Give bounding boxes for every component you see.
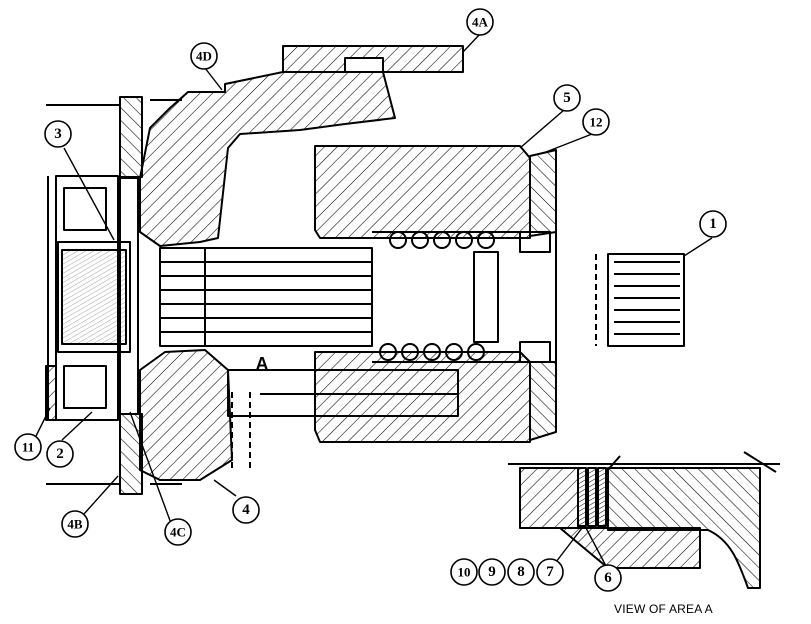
- area-a-marker: A: [256, 354, 269, 374]
- callout-4d: [190, 42, 218, 70]
- callout-4: [232, 496, 260, 524]
- callout-4-label: 4: [242, 502, 250, 518]
- callout-12-label: 12: [590, 115, 603, 130]
- callout-4a-label: 4A: [472, 15, 489, 30]
- callout-5-label: 5: [563, 90, 571, 106]
- sleeve-5: [227, 145, 531, 443]
- splined-shaft: [159, 247, 373, 347]
- callout-3-label: 3: [54, 126, 62, 142]
- callout-6: [594, 564, 622, 592]
- callout-4d-label: 4D: [196, 49, 212, 64]
- housing-4d: [139, 71, 396, 481]
- detail-view-area-a: [508, 451, 780, 589]
- output-gear-1: [595, 253, 685, 347]
- callout-4b-label: 4B: [67, 517, 83, 532]
- callout-12: [582, 108, 610, 136]
- callout-10: [450, 558, 478, 586]
- callout-11: [14, 433, 42, 461]
- cover-plate-4a: [282, 45, 464, 73]
- callout-4c-label: 4C: [170, 525, 186, 540]
- callout-7: [536, 558, 564, 586]
- callout-4b: [61, 510, 89, 538]
- callout-2-label: 2: [56, 446, 64, 462]
- callout-6-label: 6: [604, 570, 612, 586]
- fluid-passage: [231, 392, 251, 470]
- return-spring: [372, 231, 520, 363]
- bearing-2: [45, 175, 131, 421]
- callout-11-label: 11: [22, 440, 34, 455]
- callout-4c: [164, 518, 192, 546]
- leader-lines: [35, 33, 713, 567]
- callout-7-label: 7: [546, 564, 554, 580]
- callout-8-label: 8: [517, 564, 525, 580]
- callout-8: [507, 558, 535, 586]
- detail-view-caption: VIEW OF AREA A: [614, 602, 713, 616]
- callout-3: [44, 120, 72, 148]
- callout-4a: [466, 8, 494, 36]
- callout-2: [46, 440, 74, 468]
- callout-9-label: 9: [488, 564, 496, 580]
- end-housing-12: [519, 149, 557, 441]
- callout-1: [699, 210, 727, 238]
- callout-1-label: 1: [709, 216, 717, 232]
- callout-5: [553, 84, 581, 112]
- callout-10-label: 10: [458, 565, 471, 580]
- callout-9: [478, 558, 506, 586]
